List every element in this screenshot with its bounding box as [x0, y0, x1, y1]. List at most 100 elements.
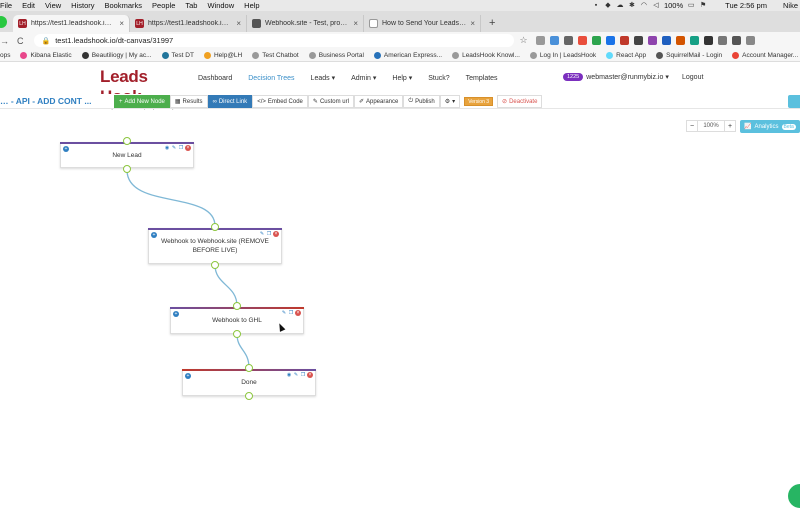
close-icon[interactable]: × — [236, 19, 241, 28]
bookmark-item[interactable]: Log In | LeadsHook — [529, 51, 596, 59]
extension-icon[interactable] — [689, 36, 699, 45]
results-button[interactable]: ▦Results — [169, 95, 208, 108]
node-input-port[interactable] — [245, 364, 253, 372]
zoom-in-icon[interactable]: + — [724, 120, 736, 132]
bookmark-item[interactable]: ops — [0, 51, 11, 59]
bookmark-item[interactable]: React App — [606, 51, 646, 59]
logout-link[interactable]: Logout — [682, 74, 704, 81]
node-output-port[interactable] — [233, 330, 241, 338]
menu-history[interactable]: History — [71, 1, 95, 10]
view-icon[interactable]: ◉ — [286, 372, 292, 378]
user-menu[interactable]: 1225 webmaster@runmybiz.io ▾ — [563, 73, 669, 81]
camera-icon[interactable]: ▪ — [594, 2, 598, 9]
menu-help[interactable]: Help — [244, 1, 260, 10]
tree-node-webhook-site[interactable]: + ✎ ❐ × Webhook to Webhook.site (REMOVE … — [148, 228, 282, 264]
bluetooth-icon[interactable]: ✱ — [629, 2, 635, 9]
node-input-port[interactable] — [123, 137, 131, 145]
nav-admin[interactable]: Admin ▾ — [351, 75, 377, 82]
custom-url-button[interactable]: ✎Custom url — [307, 95, 354, 108]
extension-icon[interactable] — [619, 36, 629, 45]
bookmark-item[interactable]: Business Portal — [308, 51, 364, 59]
add-child-icon[interactable]: + — [63, 146, 69, 152]
bookmark-item[interactable]: Kibana Elastic — [20, 51, 72, 59]
menu-tab[interactable]: Tab — [185, 1, 198, 10]
bookmark-item[interactable]: Beautiliogy | My ac... — [81, 51, 152, 59]
decision-tree-canvas[interactable]: + ◉ ✎ ❐ × New Lead + ✎ ❐ × Webhook to We… — [0, 110, 800, 521]
current-user[interactable]: Nike — [782, 1, 798, 10]
tree-node-webhook-ghl[interactable]: + ✎ ❐ × Webhook to GHL — [170, 307, 304, 334]
deactivate-button[interactable]: ⊘Deactivate — [497, 95, 543, 108]
extension-icon[interactable] — [549, 36, 559, 45]
bookmark-item[interactable]: American Express... — [373, 51, 442, 59]
node-input-port[interactable] — [233, 302, 241, 310]
extension-icon[interactable] — [591, 36, 601, 45]
close-icon[interactable]: × — [470, 19, 475, 28]
settings-dropdown-button[interactable]: ⚙▾ — [439, 95, 461, 108]
side-panel-toggle[interactable] — [788, 95, 800, 108]
delete-icon[interactable]: × — [185, 145, 191, 151]
url-field[interactable]: 🔒 test1.leadshook.io/dt-canvas/31997 — [33, 34, 514, 47]
wifi-icon[interactable]: ◠ — [640, 2, 647, 9]
publish-button[interactable]: ⏻Publish — [403, 95, 440, 108]
nav-decision-trees[interactable]: Decision Trees — [248, 74, 295, 82]
extension-icon[interactable] — [717, 36, 727, 45]
tab-webhook-site[interactable]: Webhook.site - Test, process a × — [247, 15, 364, 32]
new-tab-button[interactable]: + — [489, 17, 496, 29]
extension-icon[interactable] — [703, 36, 713, 45]
add-child-icon[interactable]: + — [151, 232, 157, 238]
edit-icon[interactable]: ✎ — [293, 372, 299, 378]
nav-help[interactable]: Help ▾ — [392, 75, 413, 82]
tab-how-to-send-leads[interactable]: How to Send Your Leads From × — [364, 15, 481, 32]
copy-icon[interactable]: ❐ — [266, 231, 272, 237]
menu-edit[interactable]: Edit — [22, 1, 36, 10]
menu-bookmarks[interactable]: Bookmarks — [104, 1, 143, 10]
extension-icon[interactable] — [633, 36, 643, 45]
analytics-button[interactable]: 📈 Analytics Beta — [740, 120, 800, 133]
copy-icon[interactable]: ❐ — [300, 372, 306, 378]
cloud-icon[interactable]: ☁ — [616, 2, 624, 9]
dropbox-icon[interactable]: ◆ — [605, 2, 611, 9]
add-new-node-button[interactable]: +Add New Node — [114, 95, 170, 108]
bookmark-star-icon[interactable]: ☆ — [519, 35, 528, 45]
bookmark-item[interactable]: SquirrelMail - Login — [656, 51, 722, 59]
extension-icon[interactable] — [745, 36, 755, 45]
zoom-out-icon[interactable]: − — [686, 120, 698, 132]
tab-leadshook-canvas[interactable]: LH https://test1.leadshook.io/dt-c × — [13, 15, 130, 32]
volume-icon[interactable]: ◁ — [653, 2, 659, 9]
copy-icon[interactable]: ❐ — [288, 310, 294, 316]
version-badge[interactable]: Version 3 — [464, 97, 494, 106]
menu-file[interactable]: File — [0, 1, 13, 10]
extension-icon[interactable] — [661, 36, 671, 45]
nav-templates[interactable]: Templates — [465, 74, 498, 82]
tree-node-done[interactable]: + ◉ ✎ ❐ × Done — [182, 369, 316, 396]
node-input-port[interactable] — [211, 223, 219, 231]
close-icon[interactable]: × — [353, 19, 358, 28]
bookmark-item[interactable]: Account Manager... — [732, 51, 798, 59]
leadshook-logo[interactable]: Leads Hook Boost your sales funnel quick… — [100, 67, 174, 110]
menu-view[interactable]: View — [45, 1, 62, 10]
tab-leadshook-leads[interactable]: LH https://test1.leadshook.io/lead × — [130, 15, 247, 32]
back-icon[interactable]: → — [0, 35, 9, 46]
chat-widget-button[interactable] — [788, 484, 800, 508]
flag-icon[interactable]: ⚑ — [700, 2, 707, 9]
nav-leads[interactable]: Leads ▾ — [310, 75, 336, 82]
bookmark-item[interactable]: LeadsHook Knowl... — [452, 51, 520, 59]
close-icon[interactable]: × — [119, 19, 124, 28]
nav-dashboard[interactable]: Dashboard — [198, 74, 233, 82]
menu-window[interactable]: Window — [207, 1, 235, 10]
bookmark-item[interactable]: Help@LH — [203, 51, 242, 59]
node-output-port[interactable] — [245, 392, 253, 400]
extension-icon[interactable] — [563, 36, 573, 45]
add-child-icon[interactable]: + — [173, 311, 179, 317]
direct-link-button[interactable]: ∞Direct Link — [207, 95, 253, 108]
add-child-icon[interactable]: + — [185, 373, 191, 379]
delete-icon[interactable]: × — [307, 372, 313, 378]
delete-icon[interactable]: × — [295, 310, 301, 316]
extension-icon[interactable] — [577, 36, 587, 45]
clock[interactable]: Tue 2:56 pm — [725, 1, 767, 10]
bookmark-item[interactable]: Test DT — [161, 51, 194, 59]
menu-people[interactable]: People — [152, 1, 176, 10]
node-output-port[interactable] — [123, 165, 131, 173]
edit-icon[interactable]: ✎ — [281, 310, 287, 316]
extension-icon[interactable] — [731, 36, 741, 45]
